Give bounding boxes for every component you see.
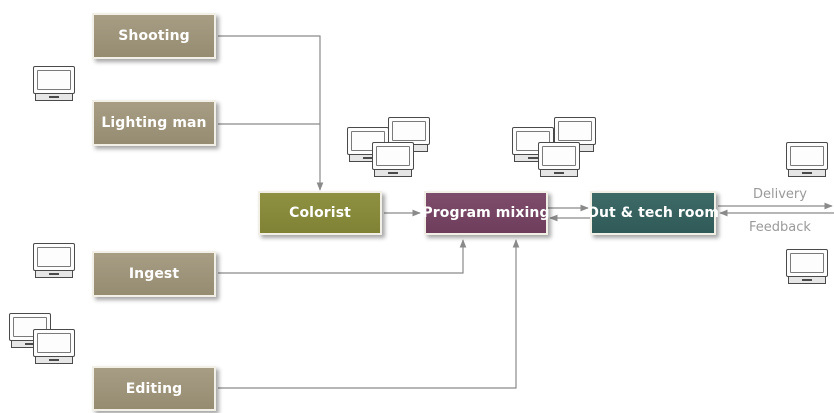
lighting-man-label: Lighting man: [101, 115, 207, 131]
out-tech-room-box: Out & tech room: [586, 191, 720, 235]
monitor-icon: [372, 142, 414, 178]
line-editing-program: [218, 239, 520, 389]
colorist-box: Colorist: [258, 191, 382, 235]
monitor-icon: [9, 313, 51, 349]
monitor-icon: [33, 243, 75, 279]
monitor-icon: [538, 142, 580, 178]
lighting-man-box: Lighting man: [92, 100, 216, 146]
shooting-box: Shooting: [92, 13, 216, 59]
monitor-icon: [786, 142, 828, 178]
editing-label: Editing: [125, 380, 183, 397]
feedback-label: Feedback: [749, 220, 811, 235]
line-ingest-program: [218, 239, 467, 274]
monitor-icon: [33, 329, 75, 365]
line-shooting-colorist: [218, 35, 324, 191]
delivery-label: Delivery: [753, 187, 807, 202]
program-mixing-box: Program mixing: [422, 191, 550, 235]
ingest-box: Ingest: [92, 251, 216, 297]
program-mixing-label: Program mixing: [422, 205, 550, 221]
colorist-label: Colorist: [289, 205, 351, 221]
out-tech-room-label: Out & tech room: [586, 205, 720, 221]
monitor-icon: [33, 66, 75, 102]
editing-box: Editing: [92, 366, 216, 411]
ingest-label: Ingest: [128, 266, 180, 282]
monitor-icon: [786, 249, 828, 285]
shooting-label: Shooting: [118, 28, 190, 44]
